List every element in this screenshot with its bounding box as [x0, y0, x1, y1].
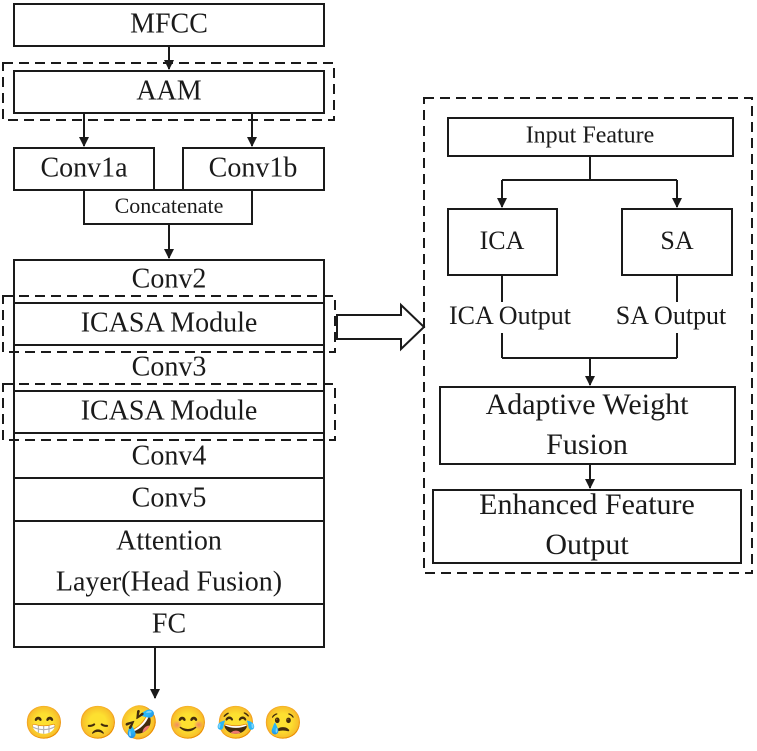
smiling-face-icon: 😊 [168, 704, 208, 740]
attention-label-line1: Attention [116, 525, 222, 556]
laughing-tears-face-icon: 😂 [216, 704, 256, 740]
sa-label: SA [660, 226, 693, 255]
aam-label: AAM [136, 75, 201, 106]
icasa-dashed-border-2 [2, 383, 336, 441]
conv3-label: Conv3 [132, 351, 207, 382]
sad-face-icon: 😞 [78, 704, 118, 740]
enhanced-feature-output-box [432, 489, 742, 564]
fusion-label-line2: Fusion [546, 428, 628, 461]
icasa-label-2: ICASA Module [81, 395, 258, 426]
ica-label: ICA [480, 226, 525, 255]
crying-face-icon: 😢 [263, 704, 303, 740]
conv4-label: Conv4 [132, 440, 207, 471]
conv5-label: Conv5 [132, 482, 207, 513]
icasa-detail-dashed-border [423, 97, 753, 574]
expand-arrow [336, 302, 426, 352]
adaptive-weight-fusion-box [439, 386, 736, 465]
icasa-box-2 [13, 390, 325, 434]
aam-box [13, 70, 325, 114]
backbone-stack [13, 259, 325, 648]
conv1b-box [182, 147, 325, 191]
fusion-label-line1: Adaptive Weight [486, 388, 689, 421]
conv1a-label: Conv1a [40, 152, 128, 183]
conv2-label: Conv2 [132, 263, 207, 294]
sa-output-label: SA Output [616, 301, 727, 330]
icasa-dashed-border-1 [2, 295, 336, 353]
enhanced-label-line1: Enhanced Feature [479, 488, 695, 521]
icasa-box-1 [13, 302, 325, 346]
ica-output-label: ICA Output [449, 301, 572, 330]
attention-label-line2: Layer(Head Fusion) [56, 566, 282, 597]
icasa-label-1: ICASA Module [81, 307, 258, 338]
conv1b-label: Conv1b [209, 152, 298, 183]
enhanced-label-line2: Output [545, 528, 629, 561]
concatenate-label: Concatenate [115, 193, 224, 218]
rofl-face-icon: 🤣 [118, 704, 159, 742]
fc-label: FC [152, 608, 186, 639]
grinning-face-icon: 😁 [24, 704, 64, 740]
input-feature-label: Input Feature [526, 123, 655, 149]
mfcc-label: MFCC [130, 8, 208, 39]
